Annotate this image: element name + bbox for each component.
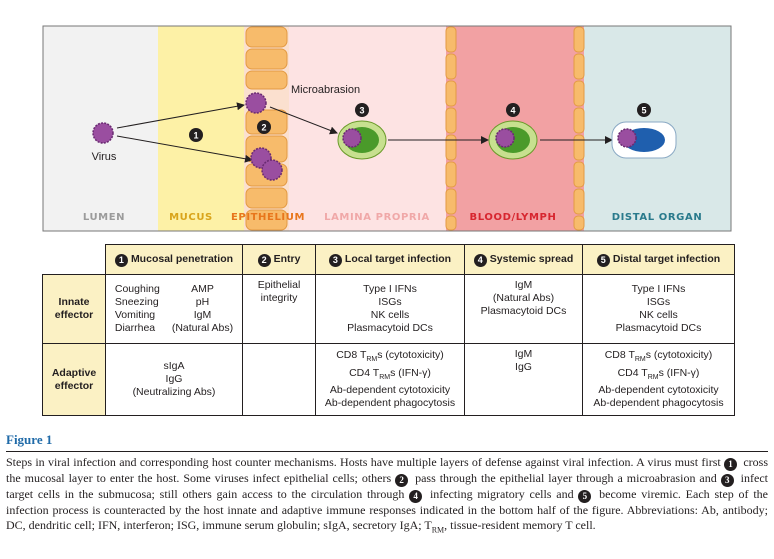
diagram-border (42, 25, 732, 232)
zone-label-lumen: LUMEN (83, 212, 125, 223)
vessel-wall-left (445, 26, 457, 231)
svg-text:3: 3 (359, 106, 364, 116)
zone-label-distal-organ: DISTAL ORGAN (612, 212, 703, 223)
svg-text:2: 2 (261, 123, 266, 133)
microabrasion-label: Microabrasion (291, 84, 360, 96)
virus-microabrasion (245, 92, 267, 114)
mucus-zone (158, 26, 244, 231)
svg-text:1: 1 (193, 131, 198, 141)
step-4-marker (506, 103, 520, 117)
virus-in-distal-cell (617, 128, 637, 148)
innate-systemic-cell: IgM(Natural Abs)Plasmacytoid DCs (464, 274, 583, 344)
epithelial-cell (245, 48, 288, 70)
adaptive-distal-cell: CD8 TRMs (cytotoxicity) CD4 TRMs (IFN-γ)… (582, 343, 735, 416)
figure-caption: Steps in viral infection and correspondi… (6, 455, 768, 534)
virus-particles (92, 92, 283, 181)
epithelial-cell (245, 26, 288, 48)
step-3-marker (355, 103, 369, 117)
virus-label: Virus (92, 151, 117, 163)
vessel-wall-right (573, 26, 585, 231)
step-2-marker (257, 120, 271, 134)
arrow-microabrasion-to-cell (269, 106, 338, 135)
epithelial-cell (245, 187, 288, 209)
infection-arrows (116, 102, 613, 163)
zone-label-mucus: MUCUS (169, 212, 213, 223)
epithelial-cell (245, 70, 288, 90)
svg-text:5: 5 (641, 106, 646, 116)
zone-label-blood-lymph: BLOOD/LYMPH (470, 212, 557, 223)
adaptive-local-cell: CD8 TRMs (cytotoxicity) CD4 TRMs (IFN-γ)… (315, 343, 465, 416)
virus-in-local-cell (342, 128, 362, 148)
distal-target-cell (611, 121, 677, 159)
zone-label-lamina-propria: LAMINA PROPRIA (324, 212, 430, 223)
figure-divider (6, 451, 768, 452)
figure-title: Figure 1 (6, 432, 53, 447)
arrow-virus-to-epithelium-bottom (116, 135, 253, 163)
migratory-infected-cell (488, 120, 538, 160)
adaptive-entry-cell (242, 343, 316, 416)
epithelial-cell (245, 209, 288, 231)
svg-text:4: 4 (510, 106, 515, 116)
step-number-markers: 1 2 3 4 5 (189, 103, 651, 142)
virus-epithelium-b (261, 159, 283, 181)
virus-lumen (92, 122, 114, 144)
step-5-marker (637, 103, 651, 117)
table-corner (42, 244, 106, 275)
virus-in-migratory-cell (495, 128, 515, 148)
infection-diagram: 1 2 3 4 5 Virus Microabrasion LUMEN MUCU… (42, 25, 732, 232)
zone-label-epithelium: EPITHELIUM (231, 212, 305, 223)
local-infected-cell (337, 120, 387, 160)
step-1-marker (189, 128, 203, 142)
arrow-virus-to-epithelium-top (116, 102, 245, 129)
